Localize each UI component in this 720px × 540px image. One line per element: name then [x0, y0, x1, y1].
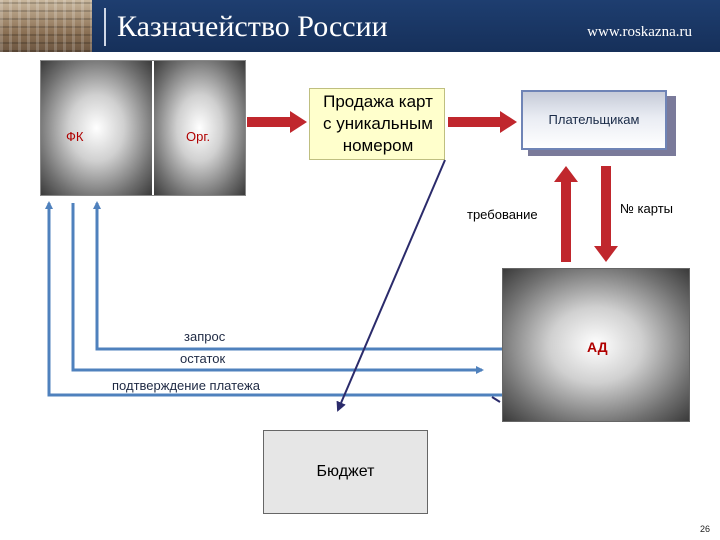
header-title: Казначейство России [117, 10, 388, 43]
card-sale-label: Продажа карт с уникальным номером [323, 92, 433, 155]
card-sale-box: Продажа карт с уникальным номером [309, 88, 445, 160]
card-number-label: № карты [620, 201, 674, 216]
balance-line [71, 203, 484, 374]
query-label: запрос [184, 329, 226, 344]
sale-to-payers-arrow [448, 111, 517, 133]
payment-confirmation-label: подтверждение платежа [112, 378, 260, 393]
request-up-arrow [554, 166, 578, 262]
query-line [93, 201, 502, 351]
fk-org-divider [152, 61, 154, 195]
card-number-down-arrow [594, 166, 618, 262]
org-box [154, 61, 245, 195]
fk-label: ФК [66, 129, 84, 144]
payers-label: Плательщикам [548, 112, 640, 127]
org-label: Орг. [186, 129, 211, 144]
header-url[interactable]: www.roskazna.ru [587, 24, 692, 40]
ad-box [502, 268, 690, 422]
payers-box: Плательщикам [521, 90, 667, 150]
header-divider [104, 8, 106, 46]
fk-box [41, 61, 152, 195]
building-photo [0, 0, 92, 52]
org-to-sale-arrow [247, 111, 307, 133]
budget-label: Бюджет [316, 463, 375, 480]
payment-confirmation-line [45, 201, 502, 397]
ad-label: АД [587, 339, 608, 355]
page-number: 26 [699, 524, 710, 534]
balance-label: остаток [180, 351, 226, 366]
header-bar: Казначейство России www.roskazna.ru [0, 0, 720, 52]
request-label: требование [467, 207, 538, 222]
budget-tick [491, 396, 501, 403]
budget-box: Бюджет [263, 430, 428, 514]
sale-to-budget-arrow [336, 159, 446, 412]
